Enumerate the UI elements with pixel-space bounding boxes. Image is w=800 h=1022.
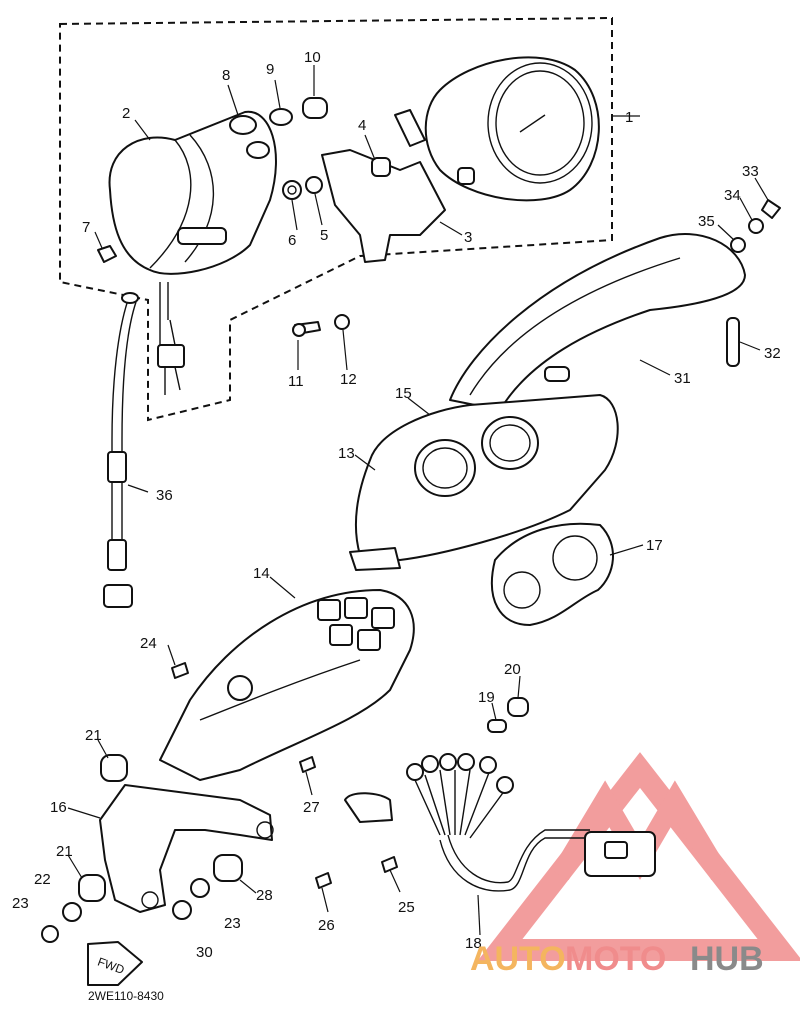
callout-6: 6 xyxy=(288,232,296,249)
callout-25: 25 xyxy=(398,899,415,916)
callout-19: 19 xyxy=(478,689,495,706)
callout-13: 13 xyxy=(338,445,355,462)
bulb-cap xyxy=(302,97,328,119)
wire-harness xyxy=(344,753,656,892)
meter-case xyxy=(108,110,277,275)
diagram-code: 2WE110-8430 xyxy=(88,989,164,1003)
meter-cover xyxy=(449,233,746,411)
svg-text:HUB: HUB xyxy=(690,940,764,978)
meter-bracket xyxy=(321,149,446,263)
callout-9: 9 xyxy=(266,61,274,78)
callout-10: 10 xyxy=(304,49,321,66)
callout-17: 17 xyxy=(646,537,663,554)
callout-33: 33 xyxy=(742,163,759,180)
callout-16: 16 xyxy=(50,799,67,816)
svg-text:MOTO: MOTO xyxy=(565,940,666,978)
seal-strip xyxy=(726,317,740,367)
callout-7: 7 xyxy=(82,219,90,236)
callout-30: 30 xyxy=(196,944,213,961)
callout-4: 4 xyxy=(358,117,366,134)
callout-24: 24 xyxy=(140,635,157,652)
callout-23-left: 23 xyxy=(12,895,29,912)
callout-11: 11 xyxy=(288,373,304,390)
callout-28: 28 xyxy=(256,887,273,904)
callout-35: 35 xyxy=(698,213,715,230)
meter-panel xyxy=(490,522,614,626)
callout-32: 32 xyxy=(764,345,781,362)
svg-text:AUTO: AUTO xyxy=(470,940,566,978)
bulb xyxy=(269,108,293,126)
watermark-text: AUTO MOTO HUB xyxy=(470,940,764,978)
lower-bracket xyxy=(99,784,273,913)
callout-2: 2 xyxy=(122,105,130,122)
callout-5: 5 xyxy=(320,227,328,244)
callout-21-bottom: 21 xyxy=(56,843,73,860)
callout-27: 27 xyxy=(303,799,320,816)
callout-31: 31 xyxy=(674,370,691,387)
callout-1: 1 xyxy=(625,109,633,126)
callout-3: 3 xyxy=(464,229,472,246)
speedometer xyxy=(424,56,600,202)
callout-22: 22 xyxy=(34,871,51,888)
leader-lines xyxy=(67,65,769,936)
callout-23-right: 23 xyxy=(224,915,241,932)
callout-36: 36 xyxy=(156,487,173,504)
callout-labels: 1 2 3 4 5 6 7 8 9 10 11 12 13 14 15 16 1… xyxy=(12,49,781,961)
meter-lower-case xyxy=(159,589,415,781)
callout-14: 14 xyxy=(253,565,270,582)
meter-housing xyxy=(349,394,619,571)
callout-12: 12 xyxy=(340,371,357,388)
callout-8: 8 xyxy=(222,67,230,84)
callout-34: 34 xyxy=(724,187,741,204)
callout-15: 15 xyxy=(395,385,412,402)
fwd-arrow: FWD xyxy=(87,941,143,986)
callout-20: 20 xyxy=(504,661,521,678)
assembly-boundary xyxy=(59,16,613,422)
callout-18: 18 xyxy=(465,935,482,952)
callout-26: 26 xyxy=(318,917,335,934)
speedometer-cable xyxy=(103,292,139,608)
callout-21-top: 21 xyxy=(85,727,102,744)
